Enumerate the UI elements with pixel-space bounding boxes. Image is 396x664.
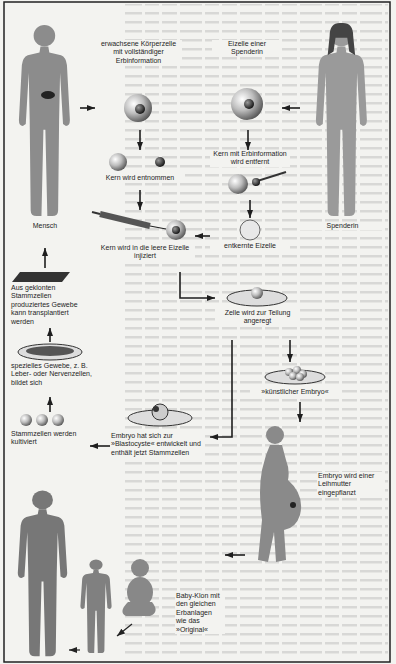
body-cell bbox=[124, 94, 152, 122]
stage-node: Aus geklonten Stammzellen produziertes G… bbox=[10, 268, 92, 328]
stage-caption: Embryo hat sich zur »Blastocyste« entwic… bbox=[110, 432, 202, 457]
stage-node: Baby-Klon mit den gleichen Erbanlagen wi… bbox=[10, 482, 225, 660]
woman-figure bbox=[316, 23, 367, 216]
woman-hair bbox=[328, 23, 355, 55]
stage-caption: Aus geklonten Stammzellen produziertes G… bbox=[10, 284, 92, 326]
stage-caption: Stammzellen werden kultiviert bbox=[10, 430, 86, 447]
tissue-layer bbox=[26, 346, 74, 356]
syringe-needle bbox=[150, 226, 166, 229]
surrogate-body bbox=[258, 445, 301, 562]
cycle-arrow bbox=[49, 328, 51, 342]
stage-node: Eizelle einer Spenderin bbox=[212, 40, 282, 130]
cycle-arrow bbox=[49, 397, 51, 412]
baby-head bbox=[131, 559, 149, 577]
cycle-arrow bbox=[210, 340, 232, 437]
cycle-arrow bbox=[282, 107, 300, 109]
egg-cell bbox=[231, 88, 263, 120]
liver-organ bbox=[41, 91, 55, 99]
stage-node: Kern wird in die leere Eizelle injiziert bbox=[95, 210, 195, 272]
stage-caption: Kern mit Erbinformation wird entfernt bbox=[210, 150, 290, 167]
stem-cell bbox=[20, 414, 32, 426]
stage-node: Embryo wird einer Leihmutter eingepflanz… bbox=[245, 422, 385, 572]
stage-caption: Embryo wird einer Leihmutter eingepflanz… bbox=[317, 472, 383, 497]
inner-cell-mass bbox=[153, 406, 159, 412]
stage-node: spezielles Gewebe, z. B. Leber- oder Ner… bbox=[10, 342, 95, 397]
cell-nucleus bbox=[252, 178, 260, 186]
syringe-barrel bbox=[100, 214, 150, 226]
cycle-arrow bbox=[249, 200, 251, 218]
man-figure bbox=[19, 25, 70, 216]
child-clone-figure bbox=[80, 559, 111, 653]
cell-nucleus bbox=[155, 157, 165, 167]
morula-cell bbox=[296, 373, 304, 381]
adult-clone-figure bbox=[18, 491, 67, 657]
cell-nucleus bbox=[135, 104, 145, 114]
growth-arrow bbox=[117, 624, 132, 636]
growth-arrow bbox=[69, 649, 80, 650]
stage-node: Stammzellen werden kultiviert bbox=[10, 412, 90, 460]
dividing-cell bbox=[251, 287, 263, 299]
cell-sphere bbox=[109, 153, 127, 171]
stage-caption: Zelle wird zur Teilung angeregt bbox=[215, 309, 300, 326]
stage-node: Kern mit Erbinformation wird entfernt bbox=[210, 150, 290, 200]
stage-node: Embryo hat sich zur »Blastocyste« entwic… bbox=[110, 405, 210, 467]
stage-node: Kern wird entnommen bbox=[95, 150, 185, 190]
tissue-slab bbox=[12, 272, 70, 282]
cycle-arrow bbox=[139, 190, 141, 210]
cycle-arrow bbox=[44, 248, 46, 268]
stage-caption: spezielles Gewebe, z. B. Leber- oder Ner… bbox=[10, 362, 95, 387]
cycle-arrow bbox=[180, 272, 215, 298]
stage-caption: Kern wird entnommen bbox=[95, 174, 185, 182]
cycle-arrow bbox=[139, 130, 141, 150]
blastocyst bbox=[152, 404, 168, 420]
surrogate-head bbox=[266, 426, 284, 444]
stage-node: erwachsene Körperzelle mit vollständiger… bbox=[95, 40, 182, 130]
cycle-arrow bbox=[90, 445, 110, 447]
cell-nucleus bbox=[172, 226, 180, 234]
cycle-arrow bbox=[247, 130, 249, 150]
syringe-plunger bbox=[92, 212, 100, 214]
cycle-arrow bbox=[195, 235, 210, 237]
stem-cell bbox=[52, 414, 64, 426]
stage-node: Spenderin bbox=[300, 18, 385, 248]
baby-legs bbox=[122, 602, 155, 616]
stage-caption: Spenderin bbox=[300, 222, 385, 230]
egg-cell bbox=[166, 220, 186, 240]
cell-nucleus bbox=[244, 99, 254, 109]
egg-cell bbox=[228, 174, 248, 194]
stage-caption: Eizelle einer Spenderin bbox=[212, 40, 282, 57]
cycle-arrow bbox=[80, 107, 95, 109]
stem-cell bbox=[36, 414, 48, 426]
stage-caption: »künstlicher Embryo« bbox=[250, 388, 340, 396]
stage-caption: erwachsene Körperzelle mit vollständiger… bbox=[95, 40, 182, 65]
cycle-arrow bbox=[225, 554, 245, 556]
page-frame bbox=[4, 2, 390, 662]
morula-cell bbox=[289, 372, 297, 380]
stage-node: Zelle wird zur Teilung angeregt bbox=[215, 285, 300, 340]
empty-egg-cell bbox=[240, 220, 260, 240]
stage-caption: entkernte Eizelle bbox=[210, 242, 290, 250]
petri-dish bbox=[18, 344, 82, 360]
stage-node: »künstlicher Embryo« bbox=[250, 362, 340, 402]
implanted-embryo bbox=[290, 502, 296, 508]
woman-body bbox=[316, 25, 367, 216]
page-text-background bbox=[125, 4, 388, 660]
cycle-arrow bbox=[289, 340, 291, 362]
cycle-arrow bbox=[299, 402, 301, 422]
stage-caption: Kern wird in die leere Eizelle injiziert bbox=[95, 244, 195, 261]
stage-caption: Mensch bbox=[10, 222, 80, 230]
stage-node: Mensch bbox=[10, 18, 80, 248]
stage-caption: Baby-Klon mit den gleichen Erbanlagen wi… bbox=[175, 592, 225, 634]
stage-node: entkernte Eizelle bbox=[210, 218, 290, 256]
